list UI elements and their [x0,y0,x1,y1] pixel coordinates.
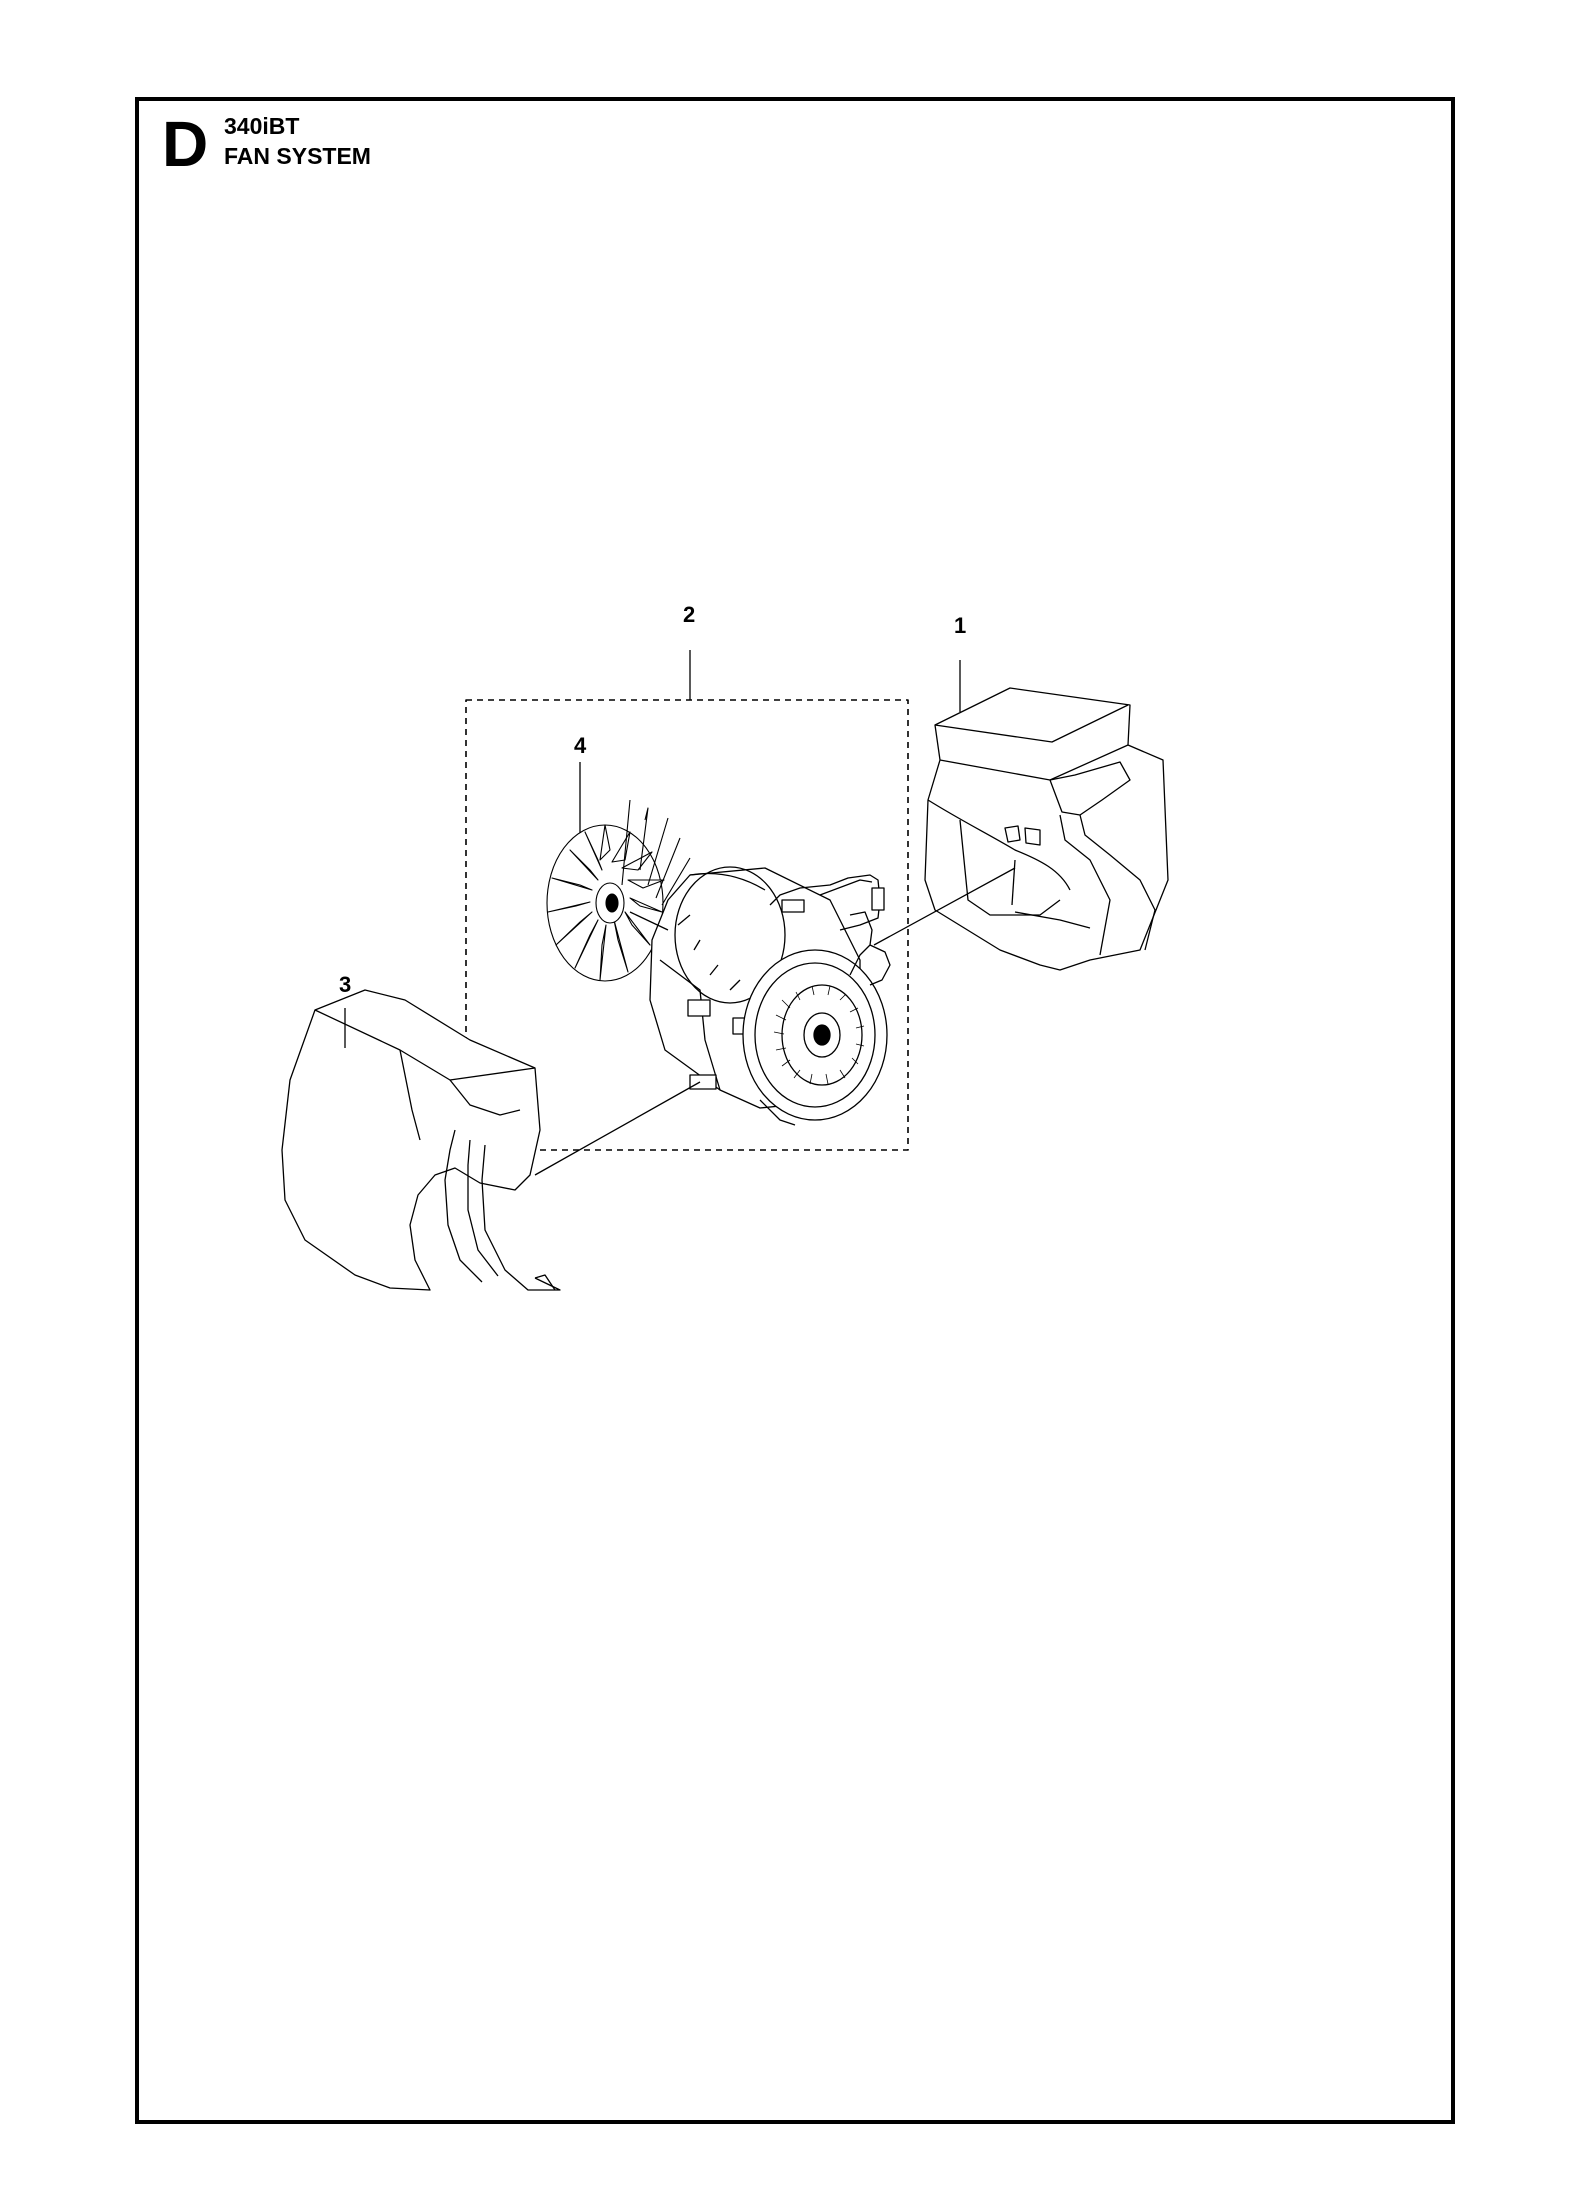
assembly-box [465,699,909,1151]
callout-label-3: 3 [339,972,351,997]
callout-label-2: 2 [683,602,695,627]
part-4-fan-impeller [546,799,701,982]
part-1-fan-housing [924,687,1169,971]
callout-label-4: 4 [574,733,587,758]
model-name: 340iBT [224,113,300,139]
page-frame [135,97,1455,2124]
section-letter: D [162,108,209,180]
part-2-motor-assembly [649,866,891,1126]
page-title: FAN SYSTEM [224,143,371,169]
part-3-cover [281,989,561,1291]
callout-label-1: 1 [954,613,966,638]
